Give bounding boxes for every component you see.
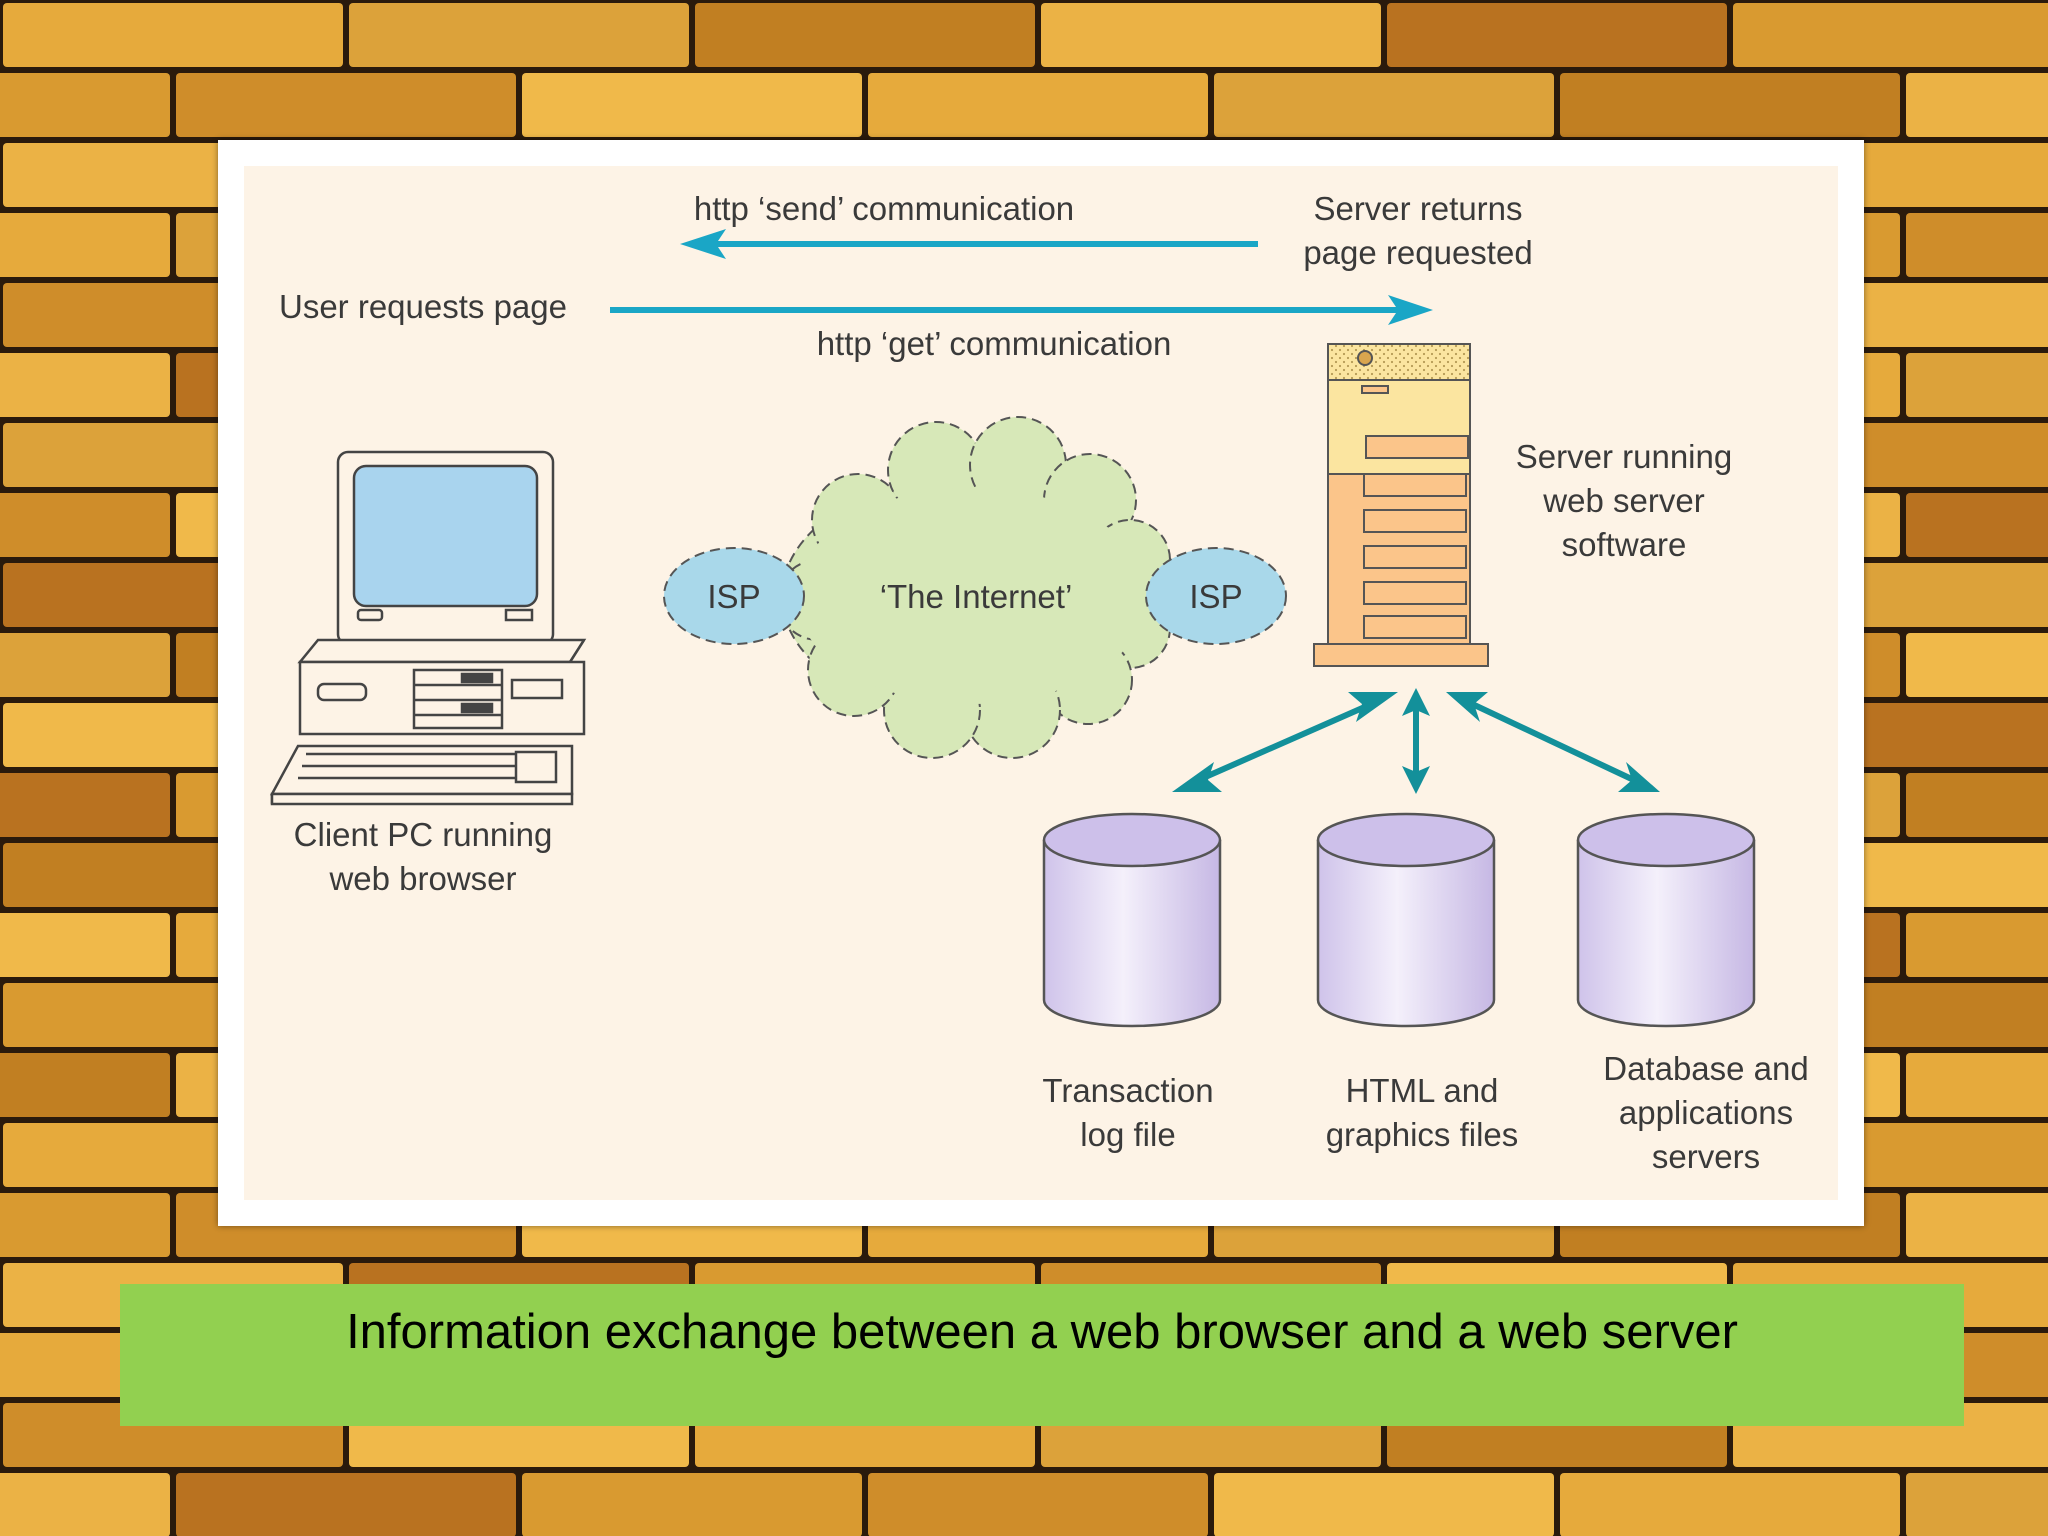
isp-right-label: ISP (1189, 578, 1242, 615)
isp-left-label: ISP (707, 578, 760, 615)
internet-cloud-fill (796, 488, 1148, 704)
server-to-database-arrow (1446, 692, 1660, 792)
server-running-label-line1: Server running (1516, 438, 1732, 475)
html-graphics-database-icon (1316, 812, 1496, 1028)
client-pc-label-line1: Client PC running (294, 816, 553, 853)
transaction-log-label-line2: log file (1080, 1116, 1175, 1153)
caption-banner: Information exchange between a web brows… (120, 1284, 1964, 1426)
html-graphics-label-line1: HTML and (1346, 1072, 1499, 1109)
web-server-icon (1313, 343, 1489, 667)
web-exchange-diagram: http ‘send’ communication Server returns… (244, 166, 1838, 1200)
client-pc-icon (269, 450, 587, 806)
server-to-log-arrow (1172, 692, 1398, 792)
http-get-label: http ‘get’ communication (817, 325, 1172, 362)
server-to-html-arrow (1402, 688, 1430, 794)
http-get-arrow (610, 295, 1433, 325)
application-database-icon (1576, 812, 1756, 1028)
server-running-label-line2: web server (1542, 482, 1704, 519)
http-send-label: http ‘send’ communication (694, 190, 1074, 227)
database-label-line1: Database and (1603, 1050, 1809, 1087)
server-running-label-line3: software (1562, 526, 1687, 563)
transaction-log-label-line1: Transaction (1042, 1072, 1213, 1109)
database-label-line2: applications (1619, 1094, 1793, 1131)
isp-right-icon (1145, 547, 1287, 645)
html-graphics-label-line2: graphics files (1326, 1116, 1519, 1153)
database-label-line3: servers (1652, 1138, 1760, 1175)
user-requests-label: User requests page (279, 288, 567, 325)
caption-text: Information exchange between a web brows… (346, 1305, 1738, 1359)
transaction-log-database-icon (1042, 812, 1222, 1028)
client-pc-label-line2: web browser (328, 860, 516, 897)
internet-label: ‘The Internet’ (880, 578, 1073, 615)
diagram-panel: http ‘send’ communication Server returns… (218, 140, 1864, 1226)
http-send-arrow (680, 229, 1258, 259)
server-returns-label-line2: page requested (1303, 234, 1532, 271)
server-returns-label-line1: Server returns (1313, 190, 1522, 227)
isp-left-icon (663, 547, 805, 645)
